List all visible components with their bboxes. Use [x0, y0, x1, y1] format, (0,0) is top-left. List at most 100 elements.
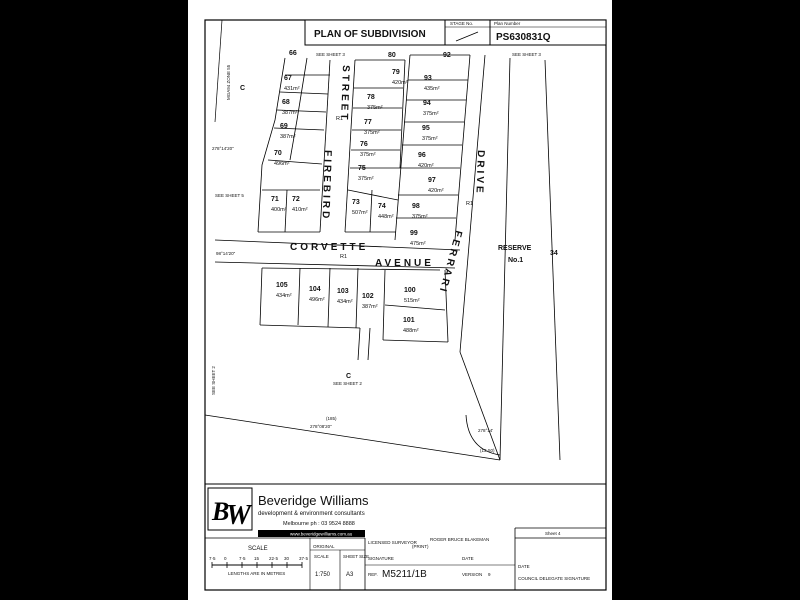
see-sheet-2-left: SEE SHEET 2	[211, 366, 216, 395]
scale-tick-label: 0	[224, 556, 227, 561]
lot-area-79: 420m²	[392, 80, 408, 86]
lot-boundaries	[204, 54, 561, 461]
lot-number-75: 75	[358, 165, 366, 172]
header-box	[304, 19, 607, 46]
lot-area-93: 435m²	[424, 86, 440, 92]
lot-area-71: 400m²	[271, 207, 287, 213]
stage-label: STAGE No.	[450, 21, 473, 26]
lot-34: 34	[550, 250, 558, 257]
street-name-street: STREET	[338, 65, 351, 123]
plan-number-label: Plan Number	[494, 21, 521, 26]
print-label: (PRINT)	[412, 544, 429, 549]
lot-number-79: 79	[392, 69, 400, 76]
svg-text:W: W	[226, 500, 253, 531]
lot-area-103: 434m²	[337, 299, 353, 305]
scale-tick-label: 22·5	[269, 556, 279, 561]
company-tagline: development & environment consultants	[258, 511, 365, 517]
bearing-south: 278°08'20"	[310, 424, 332, 429]
lot-area-77: 375m²	[364, 130, 380, 136]
see-sheet-3-left: SEE SHEET 3	[316, 52, 345, 57]
ref-label: REF.	[368, 572, 378, 577]
reserve-arc	[465, 414, 501, 456]
see-sheet-5: SEE SHEET 5	[215, 193, 244, 198]
lot-number-68: 68	[282, 99, 290, 106]
distance-south: (185)	[326, 416, 337, 421]
street-name-ferrari: FERRARI	[436, 229, 464, 295]
lot-area-105: 434m²	[276, 293, 292, 299]
lot-labels: 6667431m²68387m²69387m²70496m²71400m²724…	[271, 50, 451, 334]
lot-number-92: 92	[443, 52, 451, 59]
lot-number-74: 74	[378, 203, 386, 210]
street-name-firebird: FIREBIRD	[320, 150, 333, 222]
company-website[interactable]: www.beveridgewilliams.com.au	[290, 532, 353, 537]
scale-value: 1:750	[315, 572, 331, 578]
version-value: 9	[488, 572, 491, 577]
lot-number-69: 69	[280, 123, 288, 130]
scale-tick-label: 7·5	[239, 556, 246, 561]
surveyor-name: ROGER BRUCE BLAKEMAN	[430, 537, 489, 542]
company-logo: B W	[207, 487, 253, 531]
bearing-1: 278°14'20"	[212, 146, 234, 151]
lot-number-105: 105	[276, 282, 288, 289]
lot-number-98: 98	[412, 203, 420, 210]
lot-area-97: 420m²	[428, 188, 444, 194]
lot-number-94: 94	[423, 100, 431, 107]
lot-area-72: 410m²	[292, 207, 308, 213]
header: PLAN OF SUBDIVISION STAGE No. Plan Numbe…	[304, 19, 607, 46]
lot-number-77: 77	[364, 119, 372, 126]
lot-area-73: 507m²	[352, 210, 368, 216]
lot-area-99: 475m²	[410, 241, 426, 247]
bearing-east: 278°14'	[478, 428, 493, 433]
lot-area-104: 496m²	[309, 297, 325, 303]
road-r1-corvette: R1	[340, 254, 347, 260]
lot-number-66: 66	[289, 50, 297, 57]
lot-area-69: 387m²	[280, 134, 296, 140]
lot-number-100: 100	[404, 287, 416, 294]
scale-tick-label: 30	[284, 556, 290, 561]
lot-number-72: 72	[292, 196, 300, 203]
lot-number-99: 99	[410, 230, 418, 237]
lot-number-93: 93	[424, 75, 432, 82]
lot-area-96: 420m²	[418, 163, 434, 169]
lot-area-95: 375m²	[422, 136, 438, 142]
lot-area-70: 496m²	[274, 161, 290, 167]
date-label: DATE	[462, 556, 474, 561]
distance-east: (13·50)	[480, 448, 495, 453]
zone-label: MGA94 ZONE 55	[226, 64, 231, 100]
lot-area-68: 387m²	[282, 110, 298, 116]
council-signature-label: COUNCIL DELEGATE SIGNATURE	[518, 576, 590, 581]
lot-area-76: 375m²	[360, 152, 376, 158]
reserve-label: RESERVE	[498, 245, 532, 252]
sheet-size: A3	[346, 572, 354, 578]
sheet-number: Sheet 4	[545, 531, 561, 536]
lot-number-101: 101	[403, 317, 415, 324]
lot-number-76: 76	[360, 141, 368, 148]
area-c-top: C	[240, 85, 245, 92]
street-name-drive: DRIVE	[473, 150, 486, 196]
lot-area-78: 375m²	[367, 105, 383, 111]
original-label: ORIGINAL	[313, 544, 335, 549]
bearing-2: 98°14'20"	[216, 251, 236, 256]
lot-number-80: 80	[388, 52, 396, 59]
company-phone: Melbourne ph : 03 9524 8888	[283, 521, 355, 527]
lot-area-100: 515m²	[404, 298, 420, 304]
lot-number-67: 67	[284, 75, 292, 82]
see-sheet-2-bottom: SEE SHEET 2	[333, 381, 362, 386]
street-name-avenue: AVENUE	[375, 258, 434, 269]
mga-line	[214, 19, 223, 123]
council-date-label: DATE	[518, 564, 530, 569]
lot-number-103: 103	[337, 288, 349, 295]
lot-number-96: 96	[418, 152, 426, 159]
plan-number: PS630831Q	[496, 32, 551, 43]
lot-number-78: 78	[367, 94, 375, 101]
lengths-note: LENGTHS ARE IN METRES	[228, 571, 285, 576]
road-r1-firebird: R1	[336, 116, 343, 122]
see-sheet-3-right: SEE SHEET 3	[512, 52, 541, 57]
sheet-size-label: SHEET SIZE	[343, 554, 369, 559]
scale-col-label: SCALE	[314, 554, 329, 559]
signature-label: SIGNATURE	[368, 556, 394, 561]
lot-area-67: 431m²	[284, 86, 300, 92]
ref-value: M5211/1B	[382, 569, 427, 580]
website-bar	[258, 530, 365, 537]
